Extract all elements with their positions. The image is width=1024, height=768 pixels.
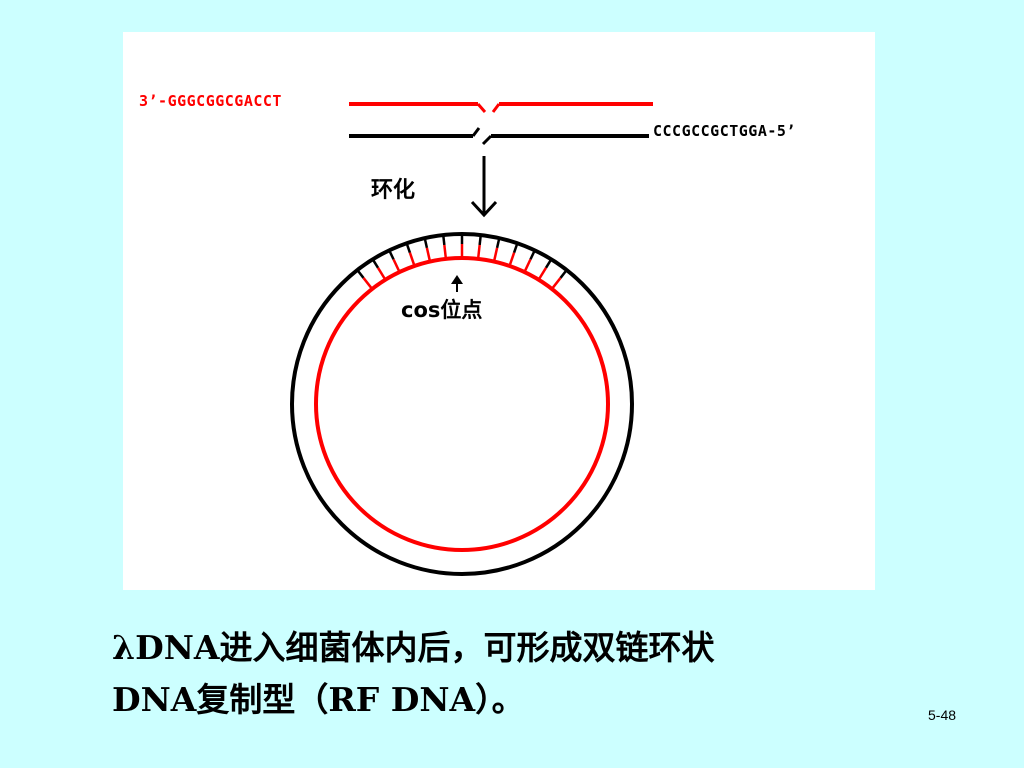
cos-site-ticks — [356, 234, 568, 290]
cos-tick-red — [492, 247, 499, 262]
cos-tick-red — [508, 252, 516, 267]
red-strand-sequence: 3’-GGGCGGCGACCT — [139, 92, 282, 110]
cos-tick-black — [371, 258, 380, 269]
cos-tick-black — [356, 269, 365, 279]
cos-tick-red — [408, 252, 416, 267]
cyclize-label: 环化 — [371, 178, 416, 203]
cos-tick-black — [405, 242, 412, 254]
caption: λDNA进入细菌体内后，可形成双链环状 DNA复制型（RF DNA）。 — [112, 622, 942, 726]
cos-tick-red — [376, 267, 387, 281]
cos-tick-red — [523, 258, 532, 273]
cos-tick-black — [559, 269, 568, 279]
cos-tick-red — [362, 277, 374, 290]
figure-panel: 3’-GGGCGGCGACCT CCCGCCGCTGGA-5’ 环化 cos位点 — [123, 32, 875, 590]
cos-site-label: cos位点 — [401, 298, 483, 322]
cos-tick-black — [529, 249, 536, 260]
cos-tick-black — [388, 249, 395, 260]
cos-tick-red — [425, 247, 432, 262]
caption-line-1: λDNA进入细菌体内后，可形成双链环状 — [112, 622, 942, 674]
page-number: 5-48 — [928, 707, 957, 723]
cos-tick-black — [442, 234, 446, 246]
caption-line-2: DNA复制型（RF DNA）。 — [112, 680, 525, 719]
cos-tick-black — [478, 234, 482, 246]
cos-tick-red — [392, 258, 401, 273]
cos-tick-red — [443, 244, 448, 260]
outer-circle-black — [290, 232, 634, 576]
black-strand-linear — [349, 127, 649, 146]
down-arrow-icon — [470, 156, 498, 218]
cos-tick-red — [550, 277, 562, 290]
lambda-symbol: λ — [112, 628, 136, 667]
caption-line-1-text: DNA进入细菌体内后，可形成双链环状 — [135, 628, 715, 667]
cos-tick-black — [423, 237, 429, 249]
cos-tick-black — [512, 242, 519, 254]
cos-tick-black — [495, 237, 501, 249]
up-arrow-icon — [451, 275, 463, 292]
cos-site-diagram — [290, 102, 653, 576]
cos-tick-red — [537, 267, 548, 281]
cos-tick-black — [544, 258, 553, 269]
red-strand-linear — [349, 102, 653, 113]
black-strand-sequence: CCCGCCGCTGGA-5’ — [653, 122, 796, 140]
cos-tick-red — [476, 244, 481, 260]
